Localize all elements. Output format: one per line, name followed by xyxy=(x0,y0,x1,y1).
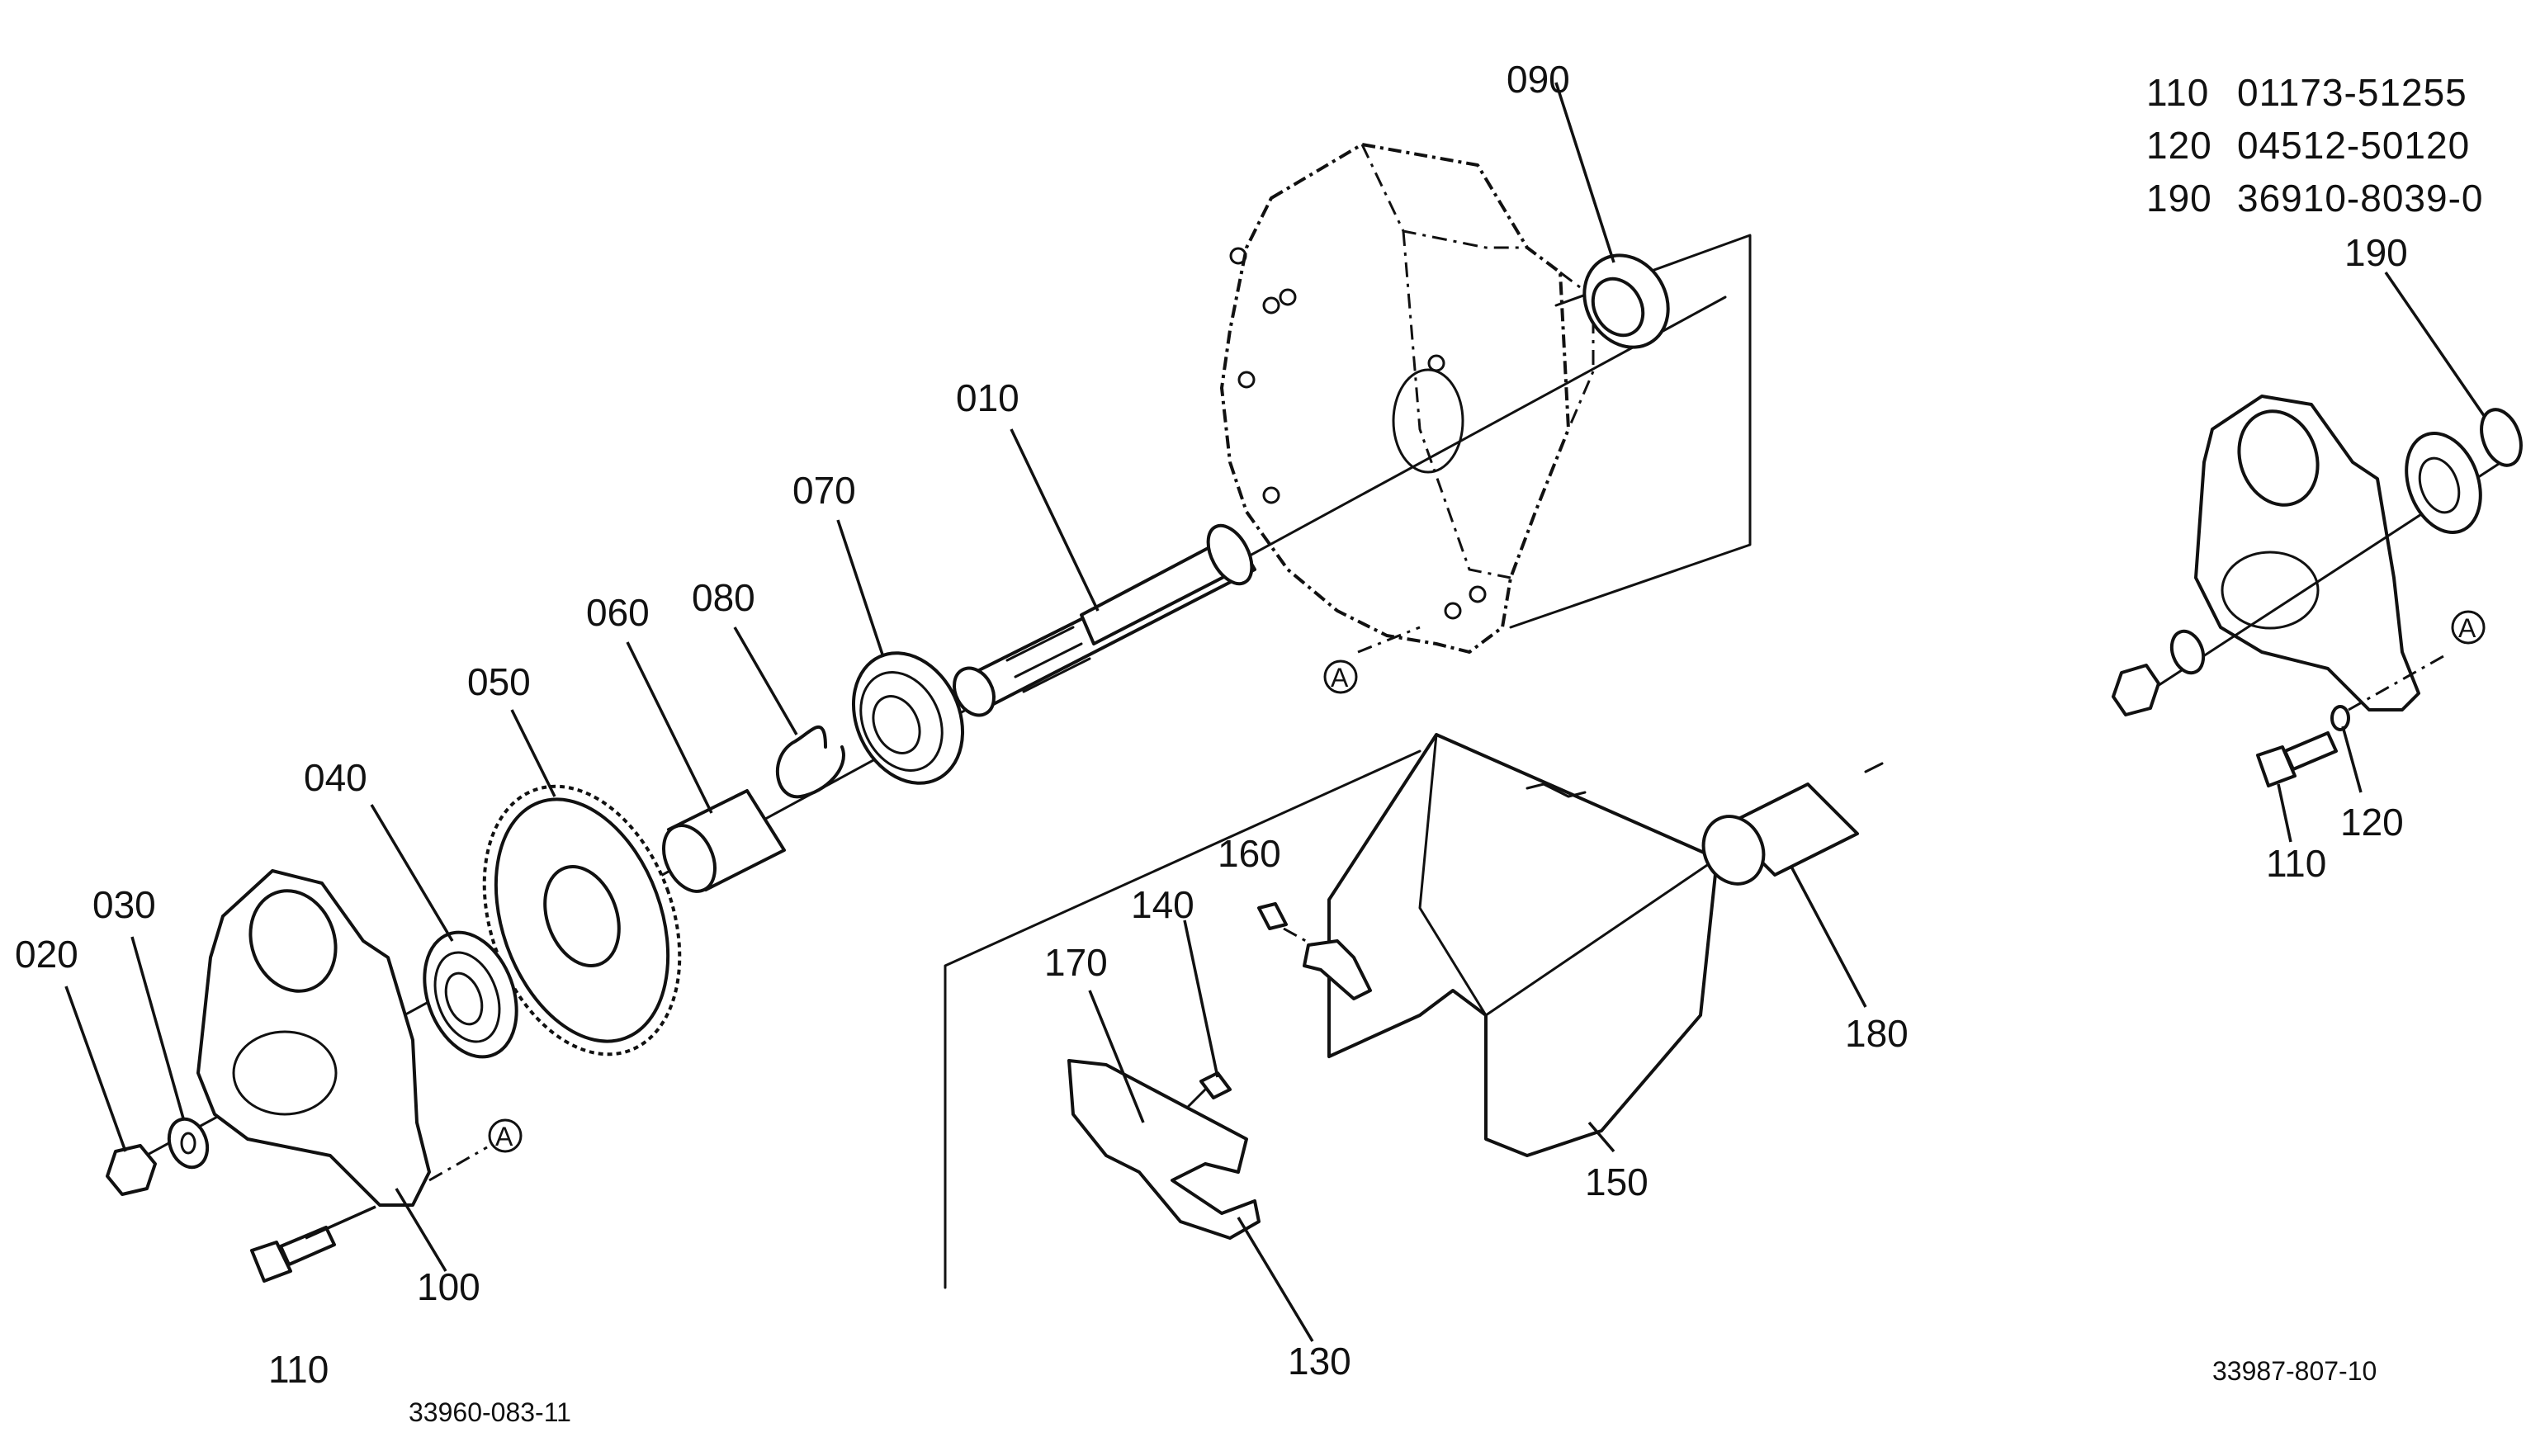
callout-140: 140 xyxy=(1131,883,1194,926)
bolt-140 xyxy=(1183,919,1232,1108)
washer-030 xyxy=(130,936,210,1170)
ref-a-right-text: A xyxy=(2458,613,2476,643)
bearing-040 xyxy=(370,804,518,1059)
spec-row-2-item: 120 xyxy=(2146,124,2212,167)
callout-010: 010 xyxy=(956,376,1019,419)
callout-110-left: 110 xyxy=(268,1348,329,1391)
ref-a-left-text: A xyxy=(495,1122,513,1151)
inset-assembly: A xyxy=(2112,272,2523,843)
shaft-010 xyxy=(953,428,1256,717)
nut-020 xyxy=(64,986,157,1196)
leader-170 xyxy=(1088,990,1145,1123)
callout-040: 040 xyxy=(304,756,367,799)
cover-150 xyxy=(1327,733,1719,1157)
callout-090: 090 xyxy=(1507,58,1570,101)
ref-marker-a-mid: A xyxy=(1323,626,1421,694)
snap-ring-080 xyxy=(733,626,845,799)
spec-row-1-partno: 01173-51255 xyxy=(2237,71,2467,114)
callout-060: 060 xyxy=(586,591,650,634)
bolt-110-left xyxy=(250,1205,376,1283)
spec-row-3-item: 190 xyxy=(2146,177,2212,220)
spec-row-1-item: 110 xyxy=(2146,71,2209,114)
assembly-frame-lower xyxy=(944,749,1421,1289)
drawing-number-left: 33960-083-11 xyxy=(409,1397,571,1427)
ref-marker-a-left: A xyxy=(428,1118,523,1182)
callout-120: 120 xyxy=(2340,801,2404,844)
pin-160 xyxy=(1257,902,1322,951)
callout-080: 080 xyxy=(692,576,755,619)
callout-020: 020 xyxy=(15,933,78,976)
callout-030: 030 xyxy=(92,883,156,926)
callout-130: 130 xyxy=(1288,1340,1351,1383)
bearing-070 xyxy=(836,519,965,785)
gear-050 xyxy=(482,709,682,1057)
mount-bracket xyxy=(1303,939,1372,1000)
collar-060 xyxy=(626,641,786,893)
part-number-table: 110 01173-51255 120 04512-50120 190 3691… xyxy=(2146,71,2483,220)
ref-a-mid-text: A xyxy=(1331,663,1349,693)
callout-110-right: 110 xyxy=(2266,842,2326,885)
callout-180: 180 xyxy=(1845,1012,1909,1055)
callout-150: 150 xyxy=(1585,1161,1649,1203)
plate-130 xyxy=(1067,1059,1314,1342)
callout-050: 050 xyxy=(467,660,531,703)
callout-190: 190 xyxy=(2344,231,2408,274)
oil-seal-090 xyxy=(1554,82,1670,349)
callout-070: 070 xyxy=(792,469,856,512)
callout-170: 170 xyxy=(1044,941,1108,984)
spec-row-3-partno: 36910-8039-0 xyxy=(2237,177,2483,220)
bracket-100 xyxy=(196,869,447,1272)
drawing-number-right: 33987-807-10 xyxy=(2212,1356,2377,1386)
gear-case-housing xyxy=(1220,143,1595,654)
callout-100: 100 xyxy=(417,1265,480,1308)
spec-row-2-partno: 04512-50120 xyxy=(2237,124,2470,167)
sleeve-180 xyxy=(1701,762,1884,1008)
callout-160: 160 xyxy=(1218,832,1281,875)
